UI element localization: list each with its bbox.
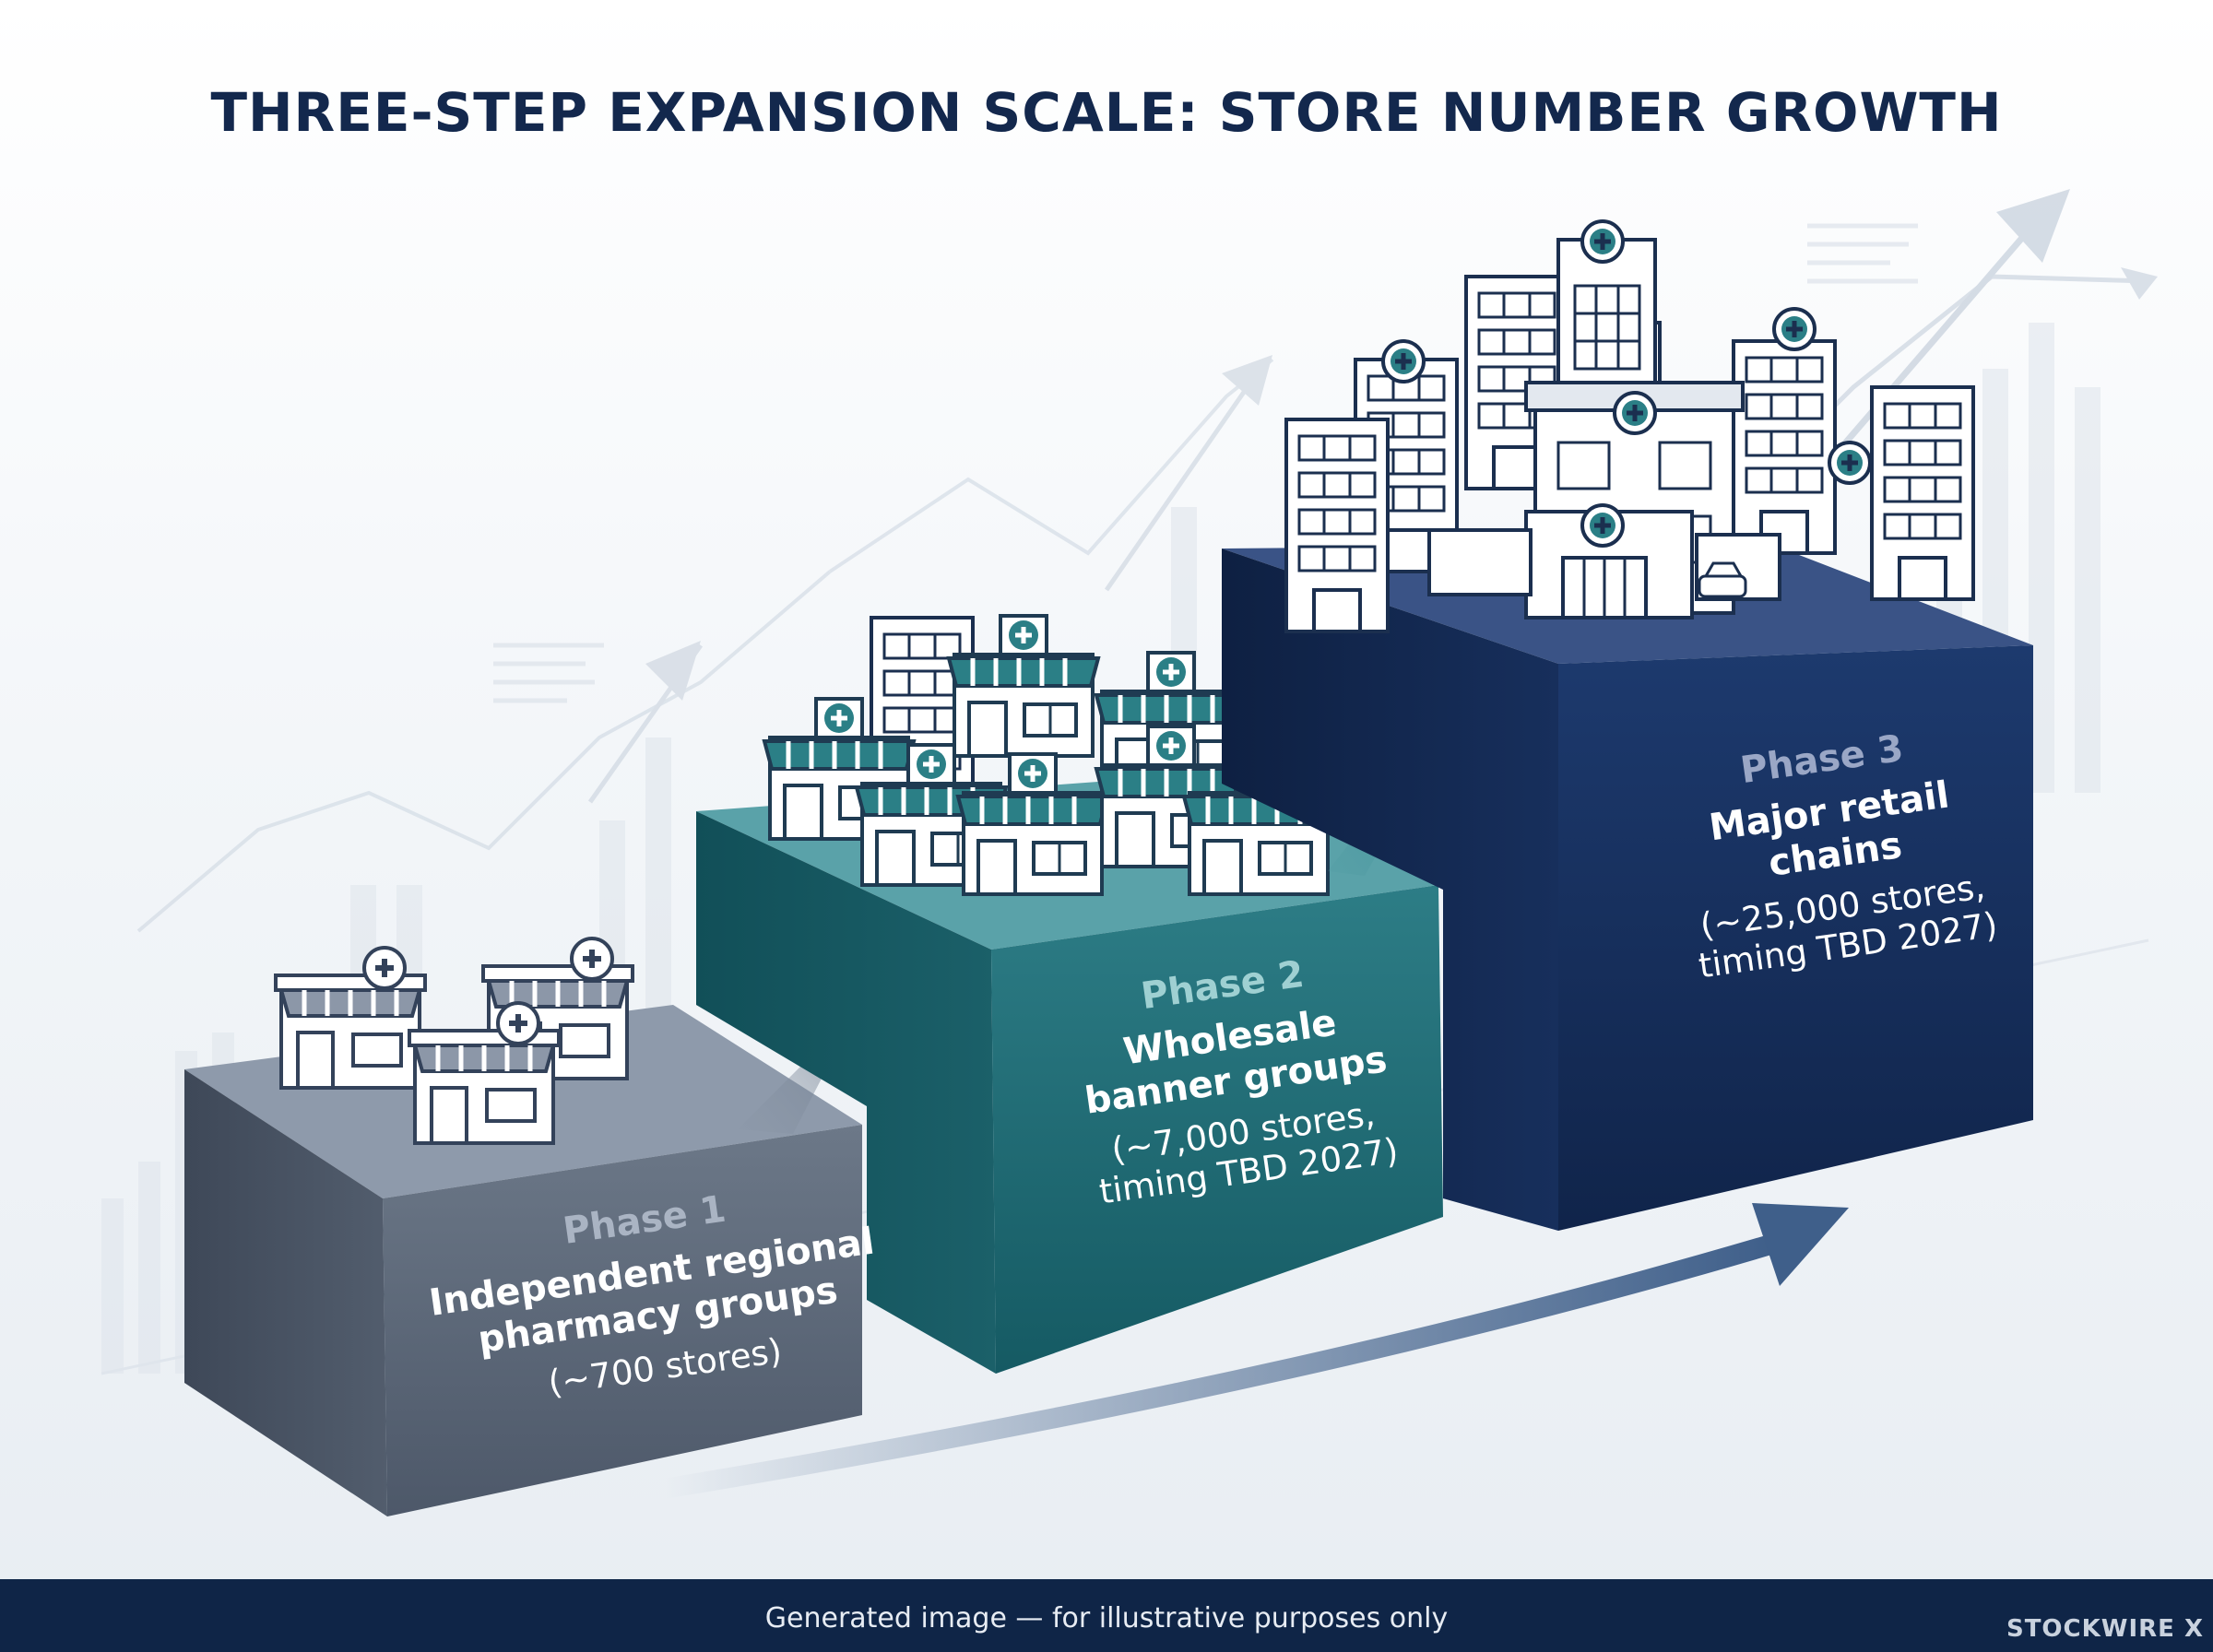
phase-3-block <box>1222 544 2033 1231</box>
diagram-title: THREE-STEP EXPANSION SCALE: STORE NUMBER… <box>210 81 2003 144</box>
phase-3-buildings <box>1284 221 1975 633</box>
footer-disclaimer: Generated image — for illustrative purpo… <box>764 1602 1449 1634</box>
car-icon <box>1698 561 1747 598</box>
footer-bar <box>0 1579 2213 1652</box>
growth-arrow-icon <box>662 1203 1849 1499</box>
phase-1-block <box>184 1005 862 1516</box>
brand-watermark: STOCKWIRE X <box>2006 1615 2204 1643</box>
